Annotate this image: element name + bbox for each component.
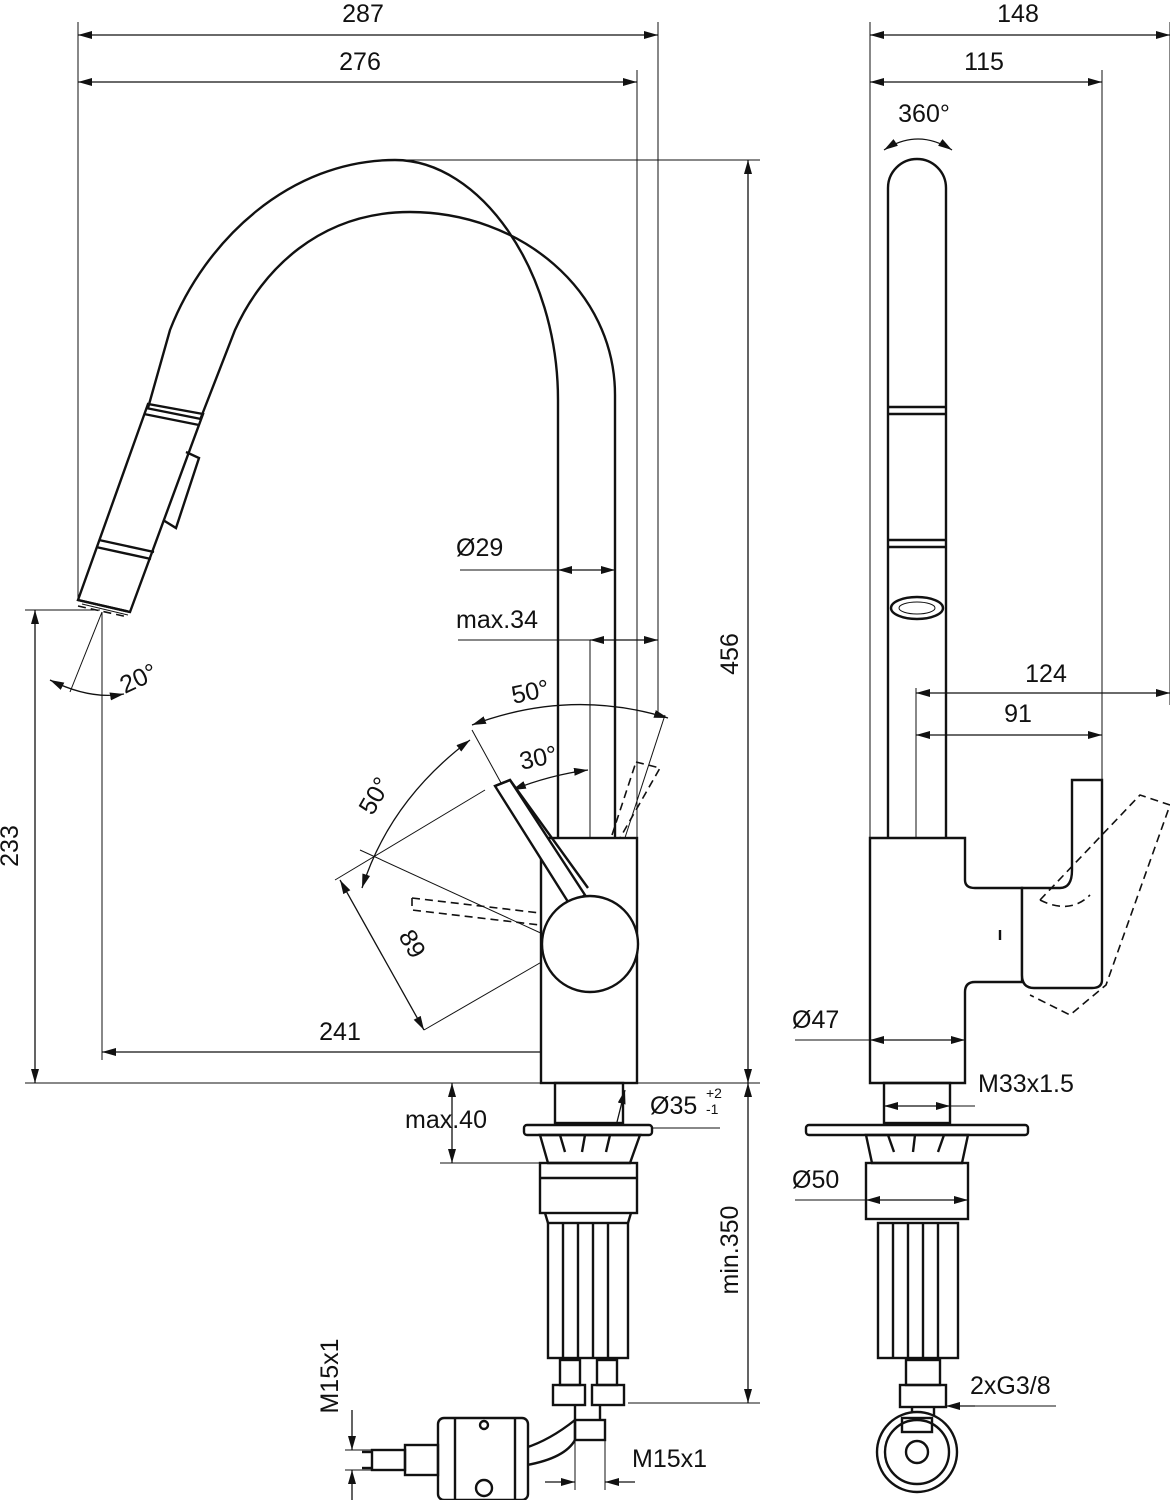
dim-d35-tol-plus: +2: [706, 1085, 722, 1101]
dim-min350-label: min.350: [716, 1206, 744, 1295]
dim-287-label: 287: [342, 0, 384, 28]
dim-241-label: 241: [319, 1018, 361, 1046]
dim-233-label: 233: [0, 825, 24, 867]
dimension-241: 241: [102, 1018, 590, 1056]
dim-lever-89-label: 89: [393, 925, 431, 963]
side-body: [868, 778, 1170, 1085]
dim-rotation-label: 360°: [898, 100, 950, 128]
dim-d50-label: Ø50: [792, 1166, 839, 1194]
dim-115-label: 115: [964, 48, 1004, 76]
dimension-233: 233: [0, 610, 39, 1083]
dimension-m15-horizontal: M15x1: [545, 1440, 707, 1490]
dim-hoses-label: 2xG3/8: [970, 1372, 1051, 1400]
dimension-456: 456: [716, 160, 752, 1083]
dim-d29-label: Ø29: [456, 534, 503, 562]
dimension-rotation: 360°: [883, 100, 953, 151]
dimension-min350: min.350: [716, 1083, 752, 1403]
dim-456-label: 456: [716, 633, 744, 675]
valve-connector: [362, 1416, 530, 1500]
spray-head: [76, 402, 205, 618]
side-spout: [886, 157, 948, 838]
dim-124-label: 124: [1025, 660, 1067, 688]
dimension-d47: Ø47: [792, 1006, 965, 1044]
dim-max34-label: max.34: [456, 606, 538, 634]
lever-alt-positions: [411, 761, 662, 926]
dimension-d29: Ø29: [456, 534, 615, 574]
dim-276-label: 276: [339, 48, 381, 76]
side-extension-lines: [869, 22, 1170, 838]
dimension-91: 91: [916, 700, 1102, 739]
dim-d35-label: Ø35: [650, 1092, 697, 1120]
faucet-body: [493, 778, 640, 1085]
side-mounting: M33x1.5 Ø50 2xG3/8: [792, 1070, 1074, 1494]
dim-d47-label: Ø47: [792, 1006, 839, 1034]
dimension-m15-vertical: M15x1: [316, 1338, 372, 1500]
dim-m15-horizontal-label: M15x1: [632, 1445, 707, 1473]
dim-d35-tol-minus: -1: [706, 1101, 719, 1117]
dim-91-label: 91: [1004, 700, 1032, 728]
dim-148-label: 148: [997, 0, 1039, 28]
dim-max40-label: max.40: [405, 1106, 487, 1134]
dimension-276: 276: [78, 48, 637, 86]
dimension-max40: max.40: [405, 1083, 487, 1163]
dim-m15-vertical-label: M15x1: [316, 1338, 344, 1413]
dim-angle-50-side-label: 50°: [353, 773, 396, 820]
front-view: 287 276 Ø29: [0, 0, 760, 1500]
dimension-124: 124: [916, 660, 1170, 697]
side-view: 148 115 360° 124 91: [792, 0, 1170, 1494]
dim-angle-50-top-label: 50°: [509, 675, 552, 710]
dimension-148: 148: [870, 0, 1170, 39]
spout: [146, 158, 617, 838]
mounting-assembly: Ø35 +2 -1: [522, 1081, 722, 1467]
dimension-287: 287: [78, 0, 658, 39]
dim-angle-30-label: 30°: [517, 741, 560, 776]
dimension-angle-20: 20°: [49, 611, 162, 701]
dimension-115: 115: [870, 48, 1102, 86]
dim-angle-20-label: 20°: [116, 658, 162, 699]
dimension-max34: max.34: [456, 606, 658, 644]
dim-m33-label: M33x1.5: [978, 1070, 1074, 1098]
